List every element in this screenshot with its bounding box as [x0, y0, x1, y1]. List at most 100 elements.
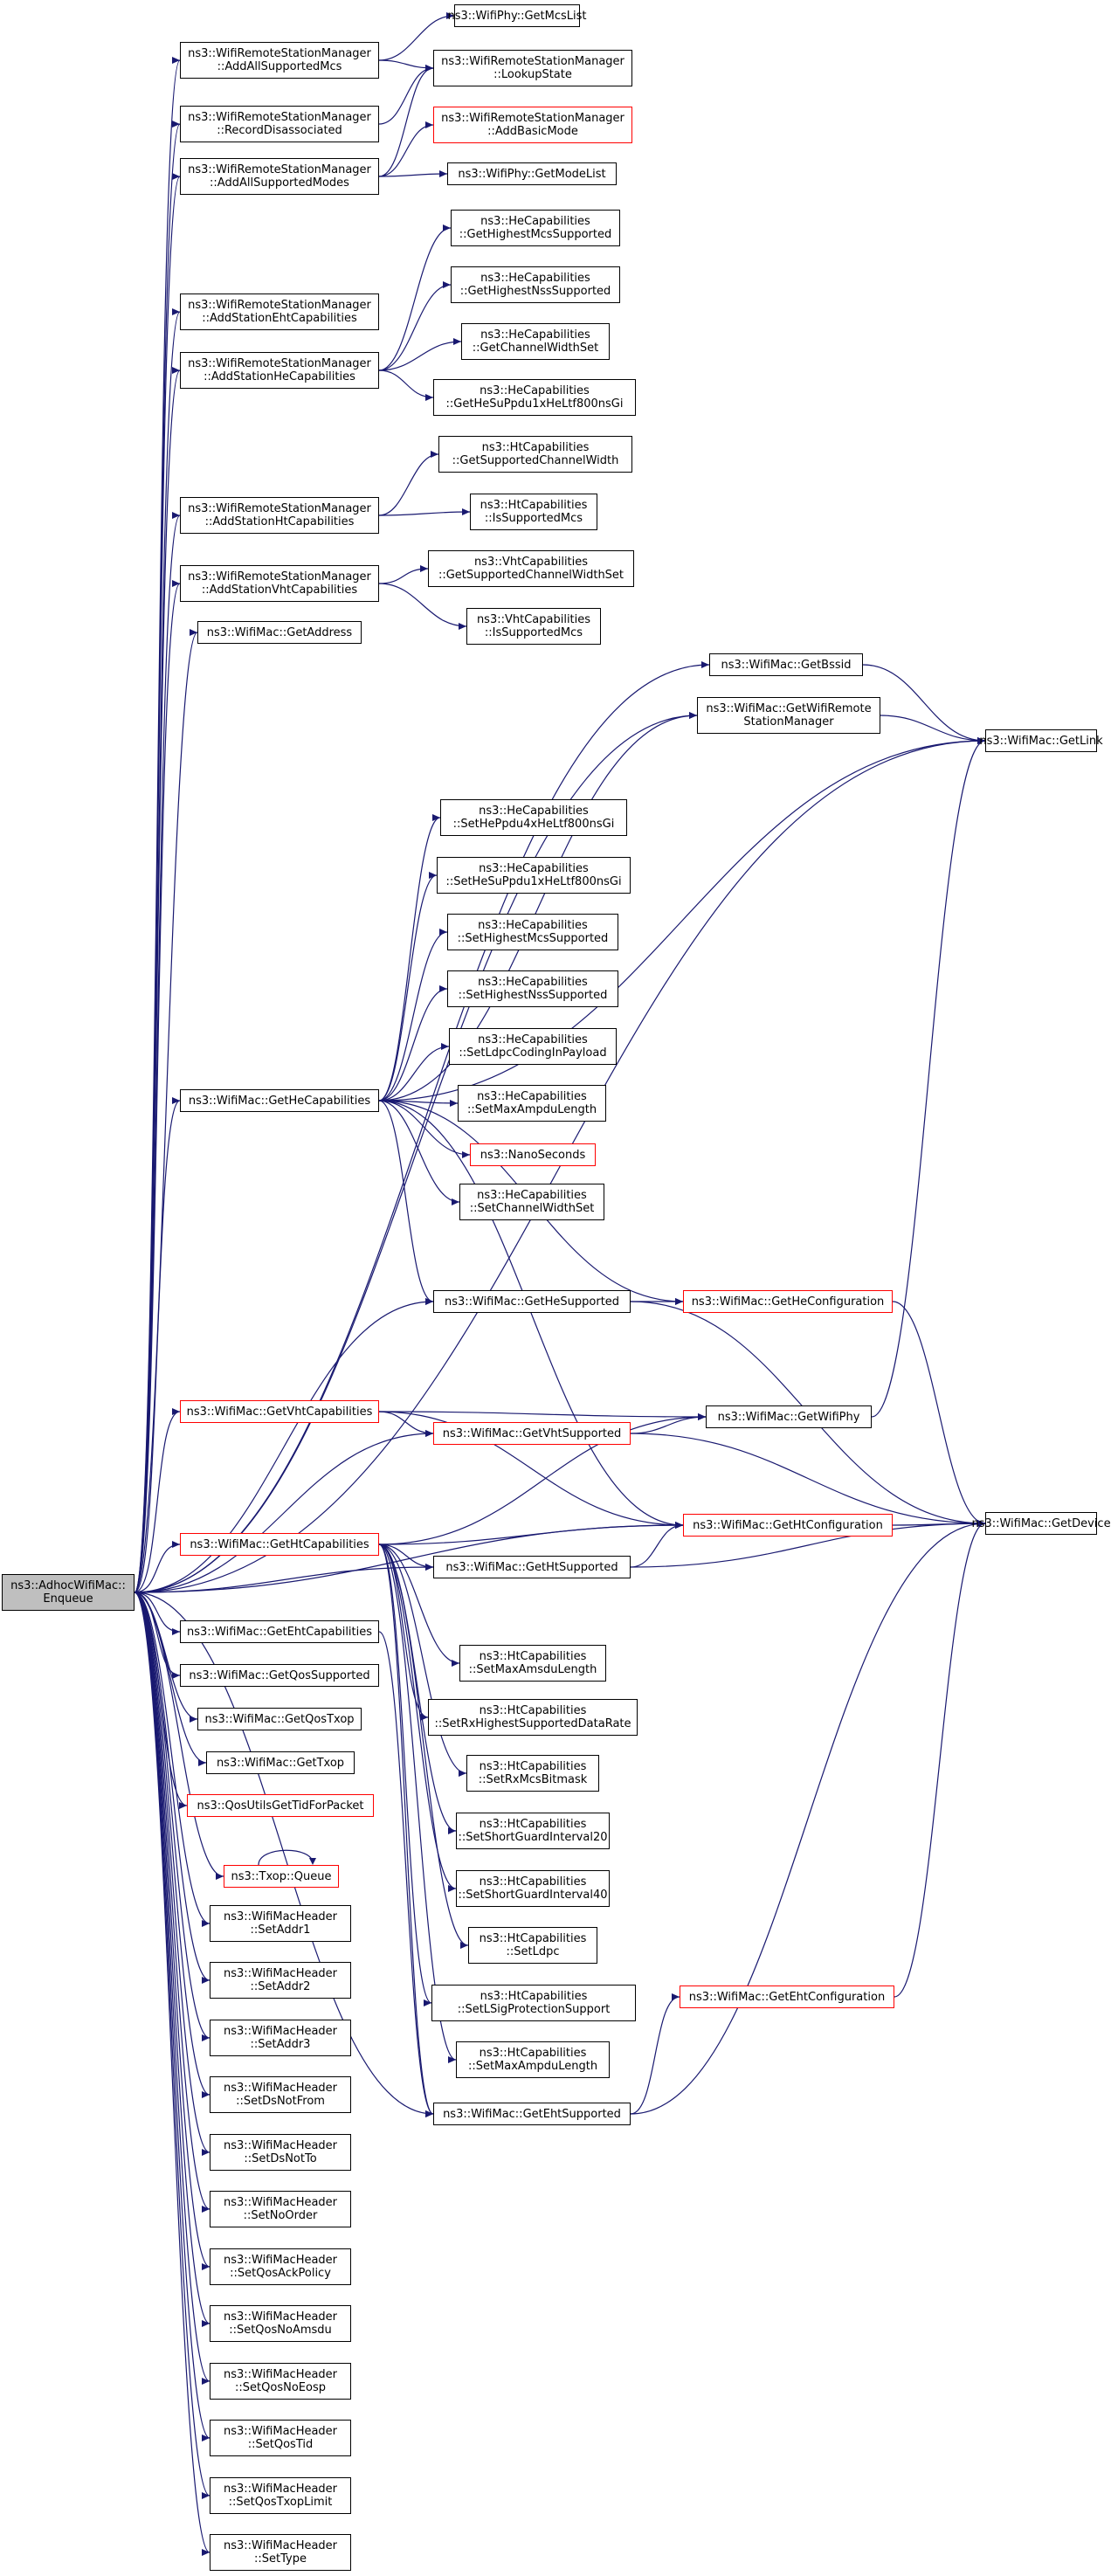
node-he-get-channel-width[interactable]: ns3::HeCapabilities::GetChannelWidthSet: [461, 323, 610, 360]
node-he-set-ppdu4x[interactable]: ns3::HeCapabilities::SetHePpdu4xHeLtf800…: [440, 799, 627, 836]
node-get-link[interactable]: ns3::WifiMac::GetLink: [979, 729, 1103, 752]
node-nano-seconds[interactable]: ns3::NanoSeconds: [470, 1143, 596, 1166]
node-get-he-supported[interactable]: ns3::WifiMac::GetHeSupported: [433, 1290, 631, 1313]
edge: [378, 988, 448, 1102]
node-get-vht-supported[interactable]: ns3::WifiMac::GetVhtSupported: [433, 1422, 631, 1445]
node-add-all-supported-modes[interactable]: ns3::WifiRemoteStationManager::AddAllSup…: [180, 158, 379, 195]
edge-arrow: [172, 1672, 180, 1679]
node-label: ::SetLSigProtectionSupport: [457, 2003, 611, 2016]
node-he-get-su-ppdu[interactable]: ns3::HeCapabilities::GetHeSuPpdu1xHeLtf8…: [433, 379, 636, 416]
node-he-set-max-ampdu[interactable]: ns3::HeCapabilities::SetMaxAmpduLength: [458, 1085, 606, 1122]
node-ht-set-rx-mcs[interactable]: ns3::HtCapabilities::SetRxMcsBitmask: [466, 1755, 599, 1792]
node-add-basic-mode[interactable]: ns3::WifiRemoteStationManager::AddBasicM…: [433, 107, 632, 143]
edge: [378, 284, 452, 371]
node-he-set-highest-nss[interactable]: ns3::HeCapabilities::SetHighestNssSuppor…: [447, 970, 618, 1007]
edge-arrow: [443, 224, 451, 231]
node-label: ns3::WifiRemoteStationManager: [188, 357, 371, 370]
node-get-device[interactable]: ns3::WifiMac::GetDevice: [971, 1512, 1111, 1535]
node-add-all-supported-mcs[interactable]: ns3::WifiRemoteStationManager::AddAllSup…: [180, 42, 379, 79]
edge: [134, 715, 698, 1593]
node-he-get-highest-mcs[interactable]: ns3::HeCapabilities::GetHighestMcsSuppor…: [451, 210, 620, 246]
edge-arrow: [448, 1885, 456, 1892]
node-get-address[interactable]: ns3::WifiMac::GetAddress: [197, 621, 362, 644]
node-get-mode-list[interactable]: ns3::WifiPhy::GetModeList: [447, 162, 617, 185]
node-he-get-highest-nss[interactable]: ns3::HeCapabilities::GetHighestNssSuppor…: [451, 266, 620, 303]
node-set-qos-no-eosp[interactable]: ns3::WifiMacHeader::SetQosNoEosp: [210, 2363, 351, 2400]
node-get-ht-configuration[interactable]: ns3::WifiMac::GetHtConfiguration: [683, 1514, 893, 1537]
node-set-qos-txop-limit[interactable]: ns3::WifiMacHeader::SetQosTxopLimit: [210, 2477, 351, 2514]
node-get-txop[interactable]: ns3::WifiMac::GetTxop: [206, 1751, 355, 1774]
node-vht-is-supported-mcs[interactable]: ns3::VhtCapabilities::IsSupportedMcs: [466, 608, 601, 645]
node-he-set-highest-mcs[interactable]: ns3::HeCapabilities::SetHighestMcsSuppor…: [447, 914, 618, 950]
node-get-eht-capabilities[interactable]: ns3::WifiMac::GetEhtCapabilities: [180, 1620, 379, 1643]
edge: [630, 1433, 986, 1524]
edge: [378, 227, 452, 371]
node-get-qos-txop[interactable]: ns3::WifiMac::GetQosTxop: [197, 1708, 362, 1730]
node-he-set-ldpc[interactable]: ns3::HeCapabilities::SetLdpcCodingInPayl…: [449, 1028, 617, 1065]
node-ht-set-max-amsdu[interactable]: ns3::HtCapabilities::SetMaxAmsduLength: [459, 1645, 606, 1682]
node-get-mcs-list[interactable]: ns3::WifiPhy::GetMcsList: [447, 4, 587, 27]
node-record-disassociated[interactable]: ns3::WifiRemoteStationManager::RecordDis…: [180, 106, 379, 142]
edge-arrow: [420, 565, 428, 572]
node-set-qos-tid[interactable]: ns3::WifiMacHeader::SetQosTid: [210, 2420, 351, 2456]
node-get-eht-supported[interactable]: ns3::WifiMac::GetEhtSupported: [433, 2103, 631, 2125]
node-label: ::SetMaxAmpduLength: [467, 2060, 598, 2073]
node-qos-utils-get-tid[interactable]: ns3::QosUtilsGetTidForPacket: [187, 1794, 374, 1817]
node-label: ns3::HeCapabilities: [480, 328, 590, 342]
node-label: ns3::WifiMac::GetAddress: [206, 625, 353, 639]
edge-arrow: [450, 1100, 458, 1107]
node-get-ht-capabilities[interactable]: ns3::WifiMac::GetHtCapabilities: [180, 1533, 379, 1556]
node-lookup-state[interactable]: ns3::WifiRemoteStationManager::LookupSta…: [433, 50, 632, 86]
edge: [134, 515, 181, 1593]
node-ht-set-sgi40[interactable]: ns3::HtCapabilities::SetShortGuardInterv…: [456, 1870, 610, 1907]
node-get-qos-supported[interactable]: ns3::WifiMac::GetQosSupported: [180, 1664, 379, 1687]
edge-arrow: [425, 65, 433, 72]
node-get-bssid[interactable]: ns3::WifiMac::GetBssid: [709, 653, 863, 676]
node-ht-is-supported-mcs[interactable]: ns3::HtCapabilities::IsSupportedMcs: [470, 494, 597, 530]
edge: [871, 740, 986, 1418]
node-get-ht-supported[interactable]: ns3::WifiMac::GetHtSupported: [433, 1556, 631, 1578]
node-label: ns3::WifiMacHeader: [223, 1967, 338, 1980]
node-set-qos-no-amsdu[interactable]: ns3::WifiMacHeader::SetQosNoAmsdu: [210, 2305, 351, 2342]
node-label: ns3::HeCapabilities: [478, 919, 588, 932]
node-label: ns3::HtCapabilities: [479, 1932, 587, 1945]
node-ht-set-lsig[interactable]: ns3::HtCapabilities::SetLSigProtectionSu…: [431, 1985, 636, 2021]
edge: [378, 1544, 457, 2061]
node-set-ds-not-to[interactable]: ns3::WifiMacHeader::SetDsNotTo: [210, 2134, 351, 2171]
node-label: ns3::WifiRemoteStationManager: [188, 502, 371, 515]
node-set-ds-not-from[interactable]: ns3::WifiMacHeader::SetDsNotFrom: [210, 2076, 351, 2113]
node-get-vht-capabilities[interactable]: ns3::WifiMac::GetVhtCapabilities: [180, 1400, 379, 1423]
node-set-addr3[interactable]: ns3::WifiMacHeader::SetAddr3: [210, 2020, 351, 2056]
node-add-station-vht[interactable]: ns3::WifiRemoteStationManager::AddStatio…: [180, 565, 379, 602]
node-add-station-ht[interactable]: ns3::WifiRemoteStationManager::AddStatio…: [180, 497, 379, 534]
node-add-station-eht[interactable]: ns3::WifiRemoteStationManager::AddStatio…: [180, 294, 379, 330]
edge-arrow: [425, 121, 433, 128]
node-label: ns3::WifiRemoteStationManager: [188, 47, 371, 60]
node-set-type[interactable]: ns3::WifiMacHeader::SetType: [210, 2534, 351, 2571]
node-ht-set-ldpc[interactable]: ns3::HtCapabilities::SetLdpc: [468, 1927, 597, 1964]
node-label: ns3::WifiRemoteStationManager: [188, 570, 371, 584]
node-he-set-su-ppdu[interactable]: ns3::HeCapabilities::SetHeSuPpdu1xHeLtf8…: [437, 857, 631, 894]
node-get-he-capabilities[interactable]: ns3::WifiMac::GetHeCapabilities: [180, 1089, 379, 1112]
edge-arrow: [202, 2149, 210, 2156]
node-ht-set-max-ampdu[interactable]: ns3::HtCapabilities::SetMaxAmpduLength: [456, 2041, 610, 2078]
node-he-set-channel-width[interactable]: ns3::HeCapabilities::SetChannelWidthSet: [459, 1184, 604, 1220]
node-get-he-configuration[interactable]: ns3::WifiMac::GetHeConfiguration: [683, 1290, 893, 1313]
edge-arrow: [202, 1977, 210, 1984]
node-ht-get-supported-cw[interactable]: ns3::HtCapabilities::GetSupportedChannel…: [438, 436, 632, 473]
node-txop-queue[interactable]: ns3::Txop::Queue: [224, 1865, 339, 1888]
node-ht-set-rx-highest[interactable]: ns3::HtCapabilities::SetRxHighestSupport…: [428, 1699, 638, 1736]
edge: [378, 124, 434, 177]
edge-arrow: [432, 814, 440, 821]
node-add-station-he[interactable]: ns3::WifiRemoteStationManager::AddStatio…: [180, 352, 379, 389]
node-get-wifi-phy[interactable]: ns3::WifiMac::GetWifiPhy: [706, 1405, 872, 1428]
node-set-addr2[interactable]: ns3::WifiMacHeader::SetAddr2: [210, 1962, 351, 1999]
node-set-addr1[interactable]: ns3::WifiMacHeader::SetAddr1: [210, 1905, 351, 1942]
node-get-eht-configuration[interactable]: ns3::WifiMac::GetEhtConfiguration: [680, 1986, 894, 2008]
node-set-qos-ack-policy[interactable]: ns3::WifiMacHeader::SetQosAckPolicy: [210, 2248, 351, 2285]
node-vht-get-supported-cw[interactable]: ns3::VhtCapabilities::GetSupportedChanne…: [428, 550, 634, 587]
edge-arrow: [190, 629, 197, 636]
node-ht-set-sgi20[interactable]: ns3::HtCapabilities::SetShortGuardInterv…: [456, 1813, 610, 1849]
node-set-no-order[interactable]: ns3::WifiMacHeader::SetNoOrder: [210, 2191, 351, 2227]
